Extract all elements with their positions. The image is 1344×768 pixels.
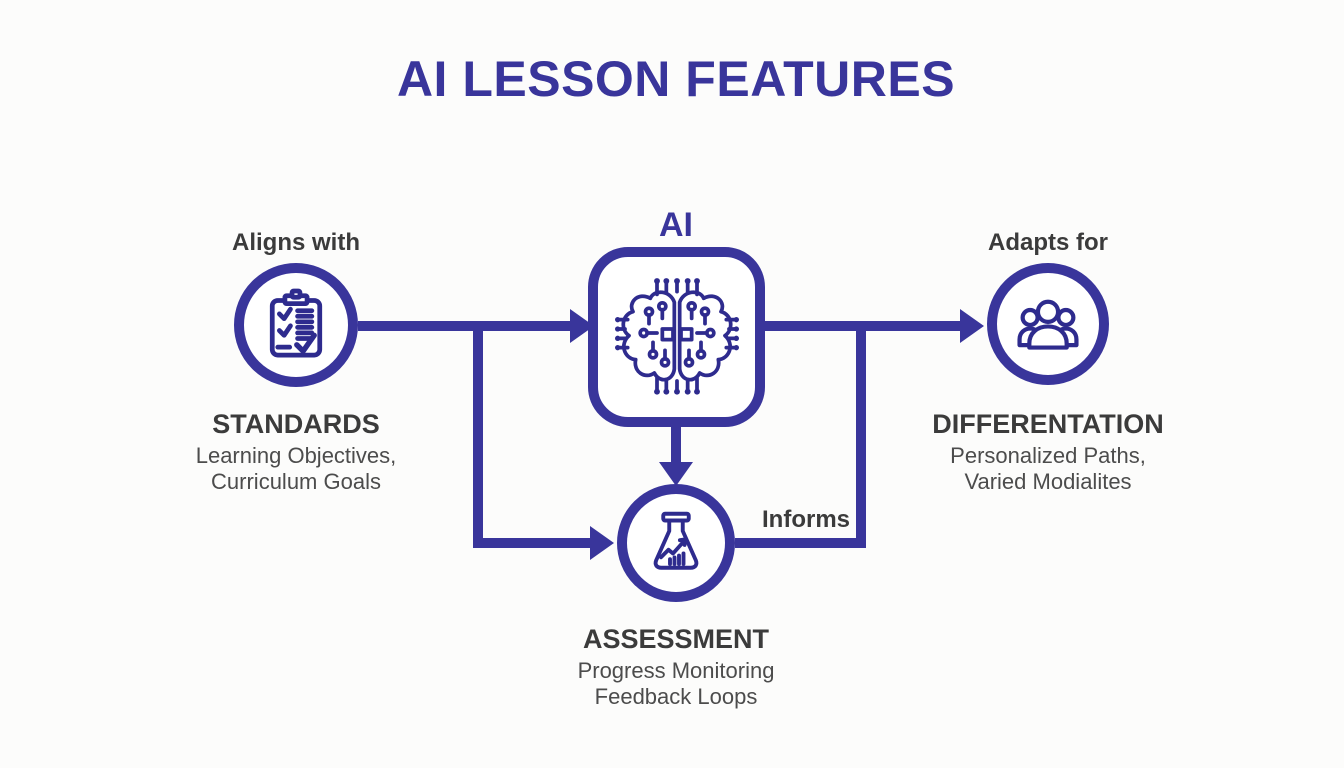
flask-chart-icon: [653, 511, 699, 570]
ai-box: [588, 247, 765, 427]
assessment-circle: [617, 484, 735, 602]
arrowhead-standards-to-ai: [570, 309, 594, 343]
ai-top-label: AI: [659, 206, 693, 244]
standards-subtext-line2: Curriculum Goals: [211, 469, 381, 494]
people-group-icon: [1017, 299, 1079, 350]
arrowhead-standards-to-assessment: [590, 526, 614, 560]
standards-circle: [234, 263, 358, 387]
connector-standards-to-assessment: [473, 321, 591, 548]
differentiation-subtext-line1: Personalized Paths,: [950, 443, 1146, 468]
assessment-subtext-line2: Feedback Loops: [594, 684, 758, 709]
informs-label: Informs: [761, 506, 851, 533]
differentiation-heading: DIFFERENTATION: [932, 409, 1164, 439]
clipboard-checklist-icon: [269, 288, 323, 358]
connector-assessment-informs: [735, 321, 866, 548]
standards-top-label: Aligns with: [232, 229, 360, 256]
standards-heading: STANDARDS: [212, 409, 380, 439]
ai-brain-circuit-icon: [614, 278, 739, 395]
arrowhead-ai-to-differentiation: [960, 309, 984, 343]
assessment-heading: ASSESSMENT: [582, 624, 770, 654]
standards-subtext-line1: Learning Objectives,: [195, 443, 397, 468]
arrowhead-ai-to-assessment: [659, 462, 693, 486]
differentiation-circle: [987, 263, 1109, 385]
differentiation-top-label: Adapts for: [988, 229, 1108, 256]
page-title: AI LESSON FEATURES: [396, 51, 956, 107]
assessment-subtext-line1: Progress Monitoring: [577, 658, 775, 683]
differentiation-subtext-line2: Varied Modialites: [964, 469, 1132, 494]
